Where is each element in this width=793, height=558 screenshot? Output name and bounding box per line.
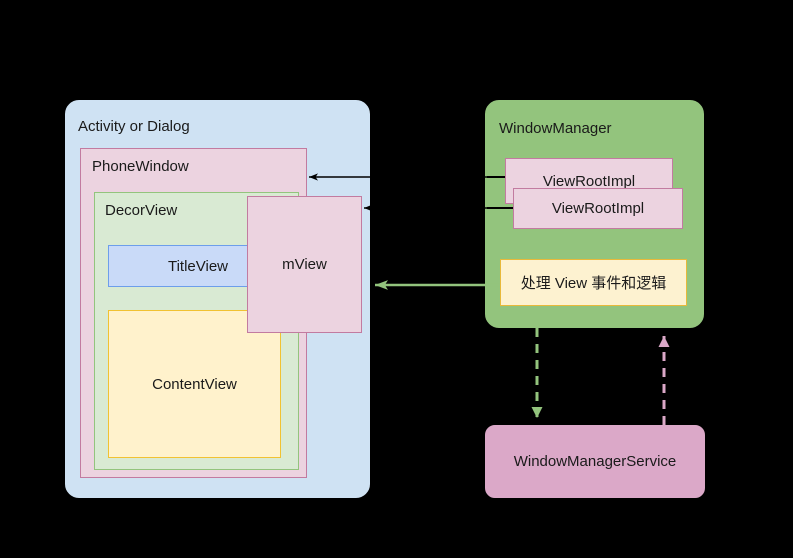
node-windowmanager-label: WindowManager (499, 120, 612, 137)
node-contentview-label: ContentView (152, 375, 237, 393)
node-handler-note-label: 处理 View 事件和逻辑 (520, 275, 667, 292)
node-phonewindow-label: PhoneWindow (92, 158, 189, 175)
node-handler-note[interactable] (500, 259, 687, 306)
node-windowmanagerservice-label: WindowManagerService (513, 453, 677, 470)
node-viewrootimpl-back-label: ViewRootImpl (542, 172, 636, 190)
node-activity-or-dialog-label: Activity or Dialog (78, 118, 190, 135)
node-titleview-label: TitleView (167, 257, 229, 275)
node-viewrootimpl-front[interactable] (513, 188, 683, 229)
node-windowmanagerservice[interactable] (485, 425, 705, 498)
node-mview-label: mView (282, 256, 327, 273)
node-viewrootimpl-front-label: ViewRootImpl (551, 200, 645, 217)
node-mview[interactable] (247, 196, 362, 333)
node-contentview[interactable] (108, 310, 281, 458)
node-decorview-label: DecorView (105, 202, 178, 219)
